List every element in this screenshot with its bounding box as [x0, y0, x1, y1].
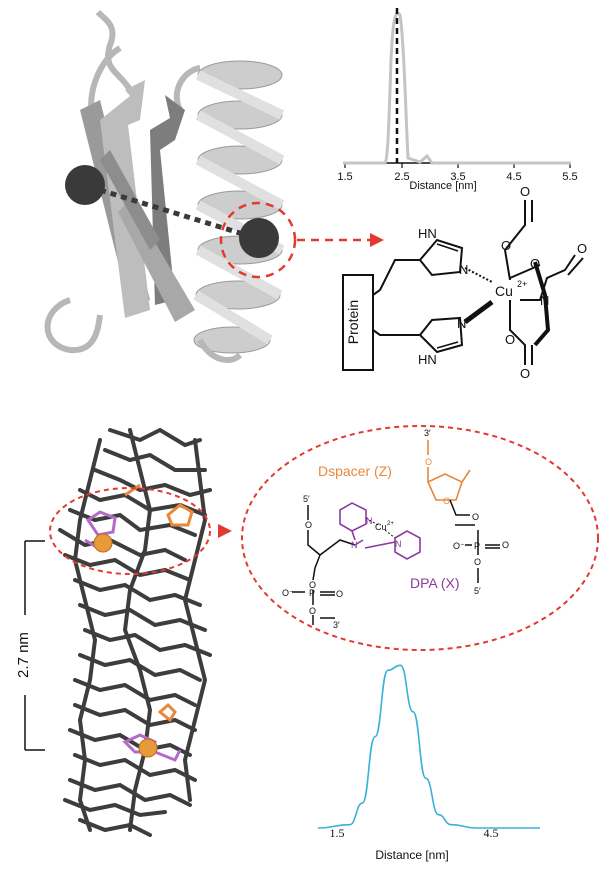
inset-cu-label: Cu	[375, 522, 387, 532]
dna-modifications	[49, 483, 232, 762]
dspacer-top	[166, 503, 194, 527]
three-prime-top: 3′	[424, 428, 431, 438]
inset-n-3: N	[395, 539, 402, 549]
imidazole-n-top: N	[459, 262, 468, 277]
spin-label-2	[239, 218, 279, 258]
dpa-pyridine-1	[339, 502, 367, 532]
bottom-tick-2: 4.5	[484, 826, 499, 840]
copper-label: Cu	[495, 283, 513, 299]
protein-label: Protein	[345, 300, 361, 344]
cu-ion-top	[93, 533, 113, 553]
protein-box	[342, 274, 374, 371]
cu-complex-structure	[342, 200, 584, 371]
inset-o-minus-1: O⁻	[453, 541, 465, 551]
oxygen-4: O	[577, 241, 587, 256]
dpa-ring-top-1	[85, 510, 117, 537]
five-prime-bottom: 5′	[474, 586, 481, 596]
inset-o-7: O	[309, 580, 316, 590]
dna-duplex-structure	[58, 427, 212, 837]
distance-line	[99, 187, 244, 237]
arrow-head	[370, 233, 384, 247]
imidazole-nh-bottom: HN	[418, 352, 437, 367]
inset-o-9: O	[309, 606, 316, 616]
five-prime-top: 5′	[303, 494, 310, 504]
inset-n-1: N	[366, 516, 373, 526]
inset-ellipse	[241, 425, 599, 651]
three-prime-bottom: 3′	[333, 620, 340, 630]
bottom-distribution-curve	[317, 664, 540, 829]
bottom-tick-1: 1.5	[330, 826, 345, 840]
top-distance-chart: 1.5 2.5 3.5 4.5 5.5 Distance [nm]	[337, 8, 578, 192]
inset-cu-charge: 2+	[387, 521, 394, 527]
inset-o-minus-2: O⁻	[282, 588, 294, 598]
top-tick-3: 3.5	[450, 171, 465, 183]
dspacer-bottom	[157, 702, 177, 723]
dna-inset-labels: Dspacer (Z) DPA (X) 3′ 5′ 3′ 5′ Cu 2+ N …	[282, 428, 509, 630]
inset-o-5: O	[502, 540, 509, 550]
oxygen-6: O	[520, 366, 530, 381]
dpa-pyridine-2	[394, 530, 421, 560]
spin-label-1	[65, 165, 105, 205]
top-tick-2: 2.5	[394, 171, 409, 183]
highlight-circle	[219, 201, 297, 279]
scale-bar-label: 2.7 nm	[15, 632, 32, 678]
ida-nitrogen: N	[540, 293, 549, 308]
oxygen-2: O	[501, 238, 511, 253]
top-tick-5: 5.5	[562, 171, 577, 183]
bottom-distance-chart: 1.5 4.5 Distance [nm]	[317, 664, 540, 862]
top-tick-1: 1.5	[337, 171, 352, 183]
oxygen-3: O	[530, 256, 540, 271]
dna-inset	[241, 425, 599, 651]
dna-highlight-ellipse	[49, 487, 211, 575]
inset-o-2: O	[443, 496, 450, 506]
inset-o-8: O	[336, 589, 343, 599]
inset-o-6: O	[305, 520, 312, 530]
inset-o-3: O	[472, 512, 479, 522]
imidazole-n-bottom: N	[457, 316, 466, 331]
inset-p-1: P	[474, 541, 480, 551]
scale-bar	[24, 540, 45, 751]
top-x-axis-label: Distance [nm]	[409, 180, 476, 192]
inset-o-4: O	[474, 557, 481, 567]
oxygen-1: O	[520, 184, 530, 199]
cu-complex-labels: Protein HN HN N N N Cu 2+ O O O O O O	[345, 184, 587, 381]
top-tick-4: 4.5	[506, 171, 521, 183]
inset-n-2: N	[351, 540, 358, 550]
copper-charge: 2+	[517, 279, 527, 289]
dspacer-ring	[426, 473, 463, 501]
dna-arrow-head	[218, 524, 232, 538]
dspacer-label: Dspacer (Z)	[318, 463, 392, 479]
dpa-label: DPA (X)	[410, 575, 460, 591]
inset-o-1: O	[425, 457, 432, 467]
protein-ribbon-structure	[44, 9, 384, 363]
cu-ion-bottom	[138, 738, 158, 758]
bottom-x-axis-label: Distance [nm]	[375, 848, 448, 862]
inset-p-2: P	[309, 588, 315, 598]
imidazole-nh-top: HN	[418, 226, 437, 241]
oxygen-5: O	[505, 332, 515, 347]
top-distribution-curve	[343, 12, 571, 165]
